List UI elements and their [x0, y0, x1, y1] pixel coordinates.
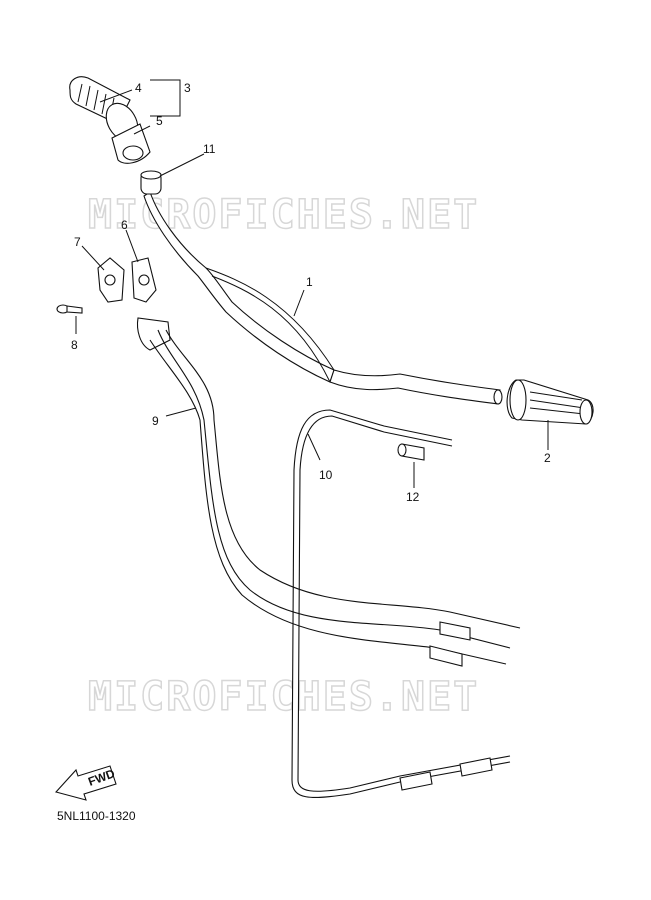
throttle-housing-6: [131, 257, 157, 303]
callout-2: 2: [544, 451, 551, 465]
throttle-grip-assembly: [69, 76, 151, 164]
left-grip-2: [506, 379, 594, 425]
callout-1: 1: [306, 275, 313, 289]
callout-6: 6: [121, 218, 128, 232]
watermark-bottom: MICROFICHES.NET: [88, 674, 479, 720]
callout-5: 5: [156, 114, 163, 128]
fwd-arrow-icon: FWD: [54, 765, 117, 801]
callout-12: 12: [406, 490, 420, 504]
throttle-housing-7: [97, 257, 125, 303]
callout-7: 7: [74, 235, 81, 249]
callout-11: 11: [203, 142, 216, 156]
callout-3: 3: [184, 81, 191, 95]
screw-8: [56, 304, 83, 314]
callout-9: 9: [152, 414, 159, 428]
part-code: 5NL1100-1320: [57, 809, 136, 823]
throttle-cable-9: [136, 317, 521, 667]
callout-10: 10: [319, 468, 333, 482]
callout-8: 8: [71, 338, 78, 352]
collar-11: [140, 170, 162, 195]
handlebar: [143, 191, 503, 405]
callout-leaders: [75, 79, 549, 488]
adjuster-12: [397, 443, 425, 461]
clutch-cable-10: [291, 409, 511, 799]
callout-4: 4: [135, 81, 142, 95]
